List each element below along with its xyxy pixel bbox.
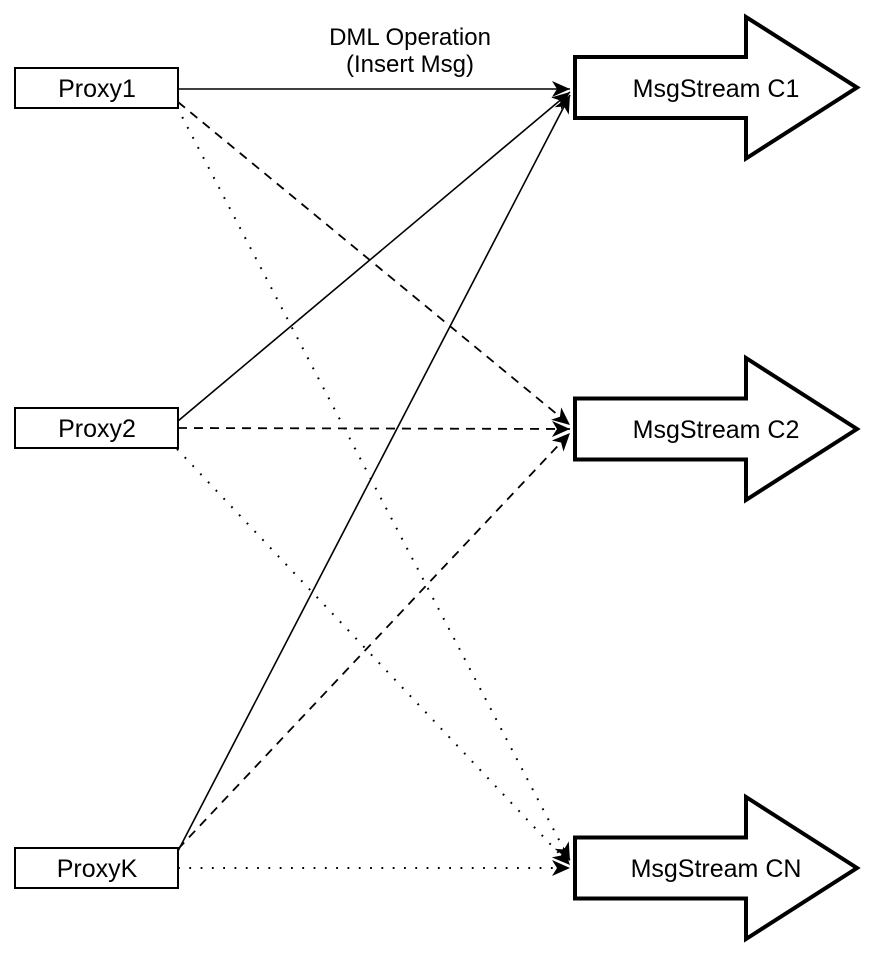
connection-proxyk-msgstream-c2	[177, 432, 571, 850]
proxyk-box	[14, 847, 179, 889]
connection-proxy2-msgstream-cn	[176, 448, 571, 866]
proxy2-box	[14, 407, 179, 449]
proxy2-label: Proxy2	[58, 415, 136, 443]
msgstream-cn-arrow	[573, 793, 861, 943]
diagram-title-line1: DML Operation	[329, 24, 491, 51]
proxy1-label: Proxy1	[58, 75, 136, 103]
connections	[176, 81, 571, 876]
edge-annotation: DML Operation (Insert Msg)	[329, 24, 491, 78]
msgstream-c1-arrow	[573, 13, 861, 163]
proxy-node-proxyk: ProxyK	[14, 847, 179, 889]
proxy-node-proxy2: Proxy2	[14, 407, 179, 449]
proxy-node-proxy1: Proxy1	[14, 67, 179, 109]
connection-proxy1-msgstream-c2	[177, 101, 571, 426]
msgstream-c1-label: MsgStream C1	[633, 75, 800, 103]
msgstream-c2-label: MsgStream C2	[633, 416, 800, 444]
msgstream-cn-label: MsgStream CN	[631, 855, 802, 883]
msgstream-c2-arrow	[573, 354, 861, 504]
proxy1-box	[14, 67, 179, 109]
connection-proxyk-msgstream-c1	[177, 94, 571, 852]
stream-node-c2: MsgStream C2	[573, 354, 861, 504]
stream-node-cn: MsgStream CN	[573, 793, 861, 943]
proxyk-label: ProxyK	[57, 855, 138, 883]
stream-node-c1: MsgStream C1	[573, 13, 861, 163]
connection-proxy1-msgstream-cn	[176, 106, 571, 862]
diagram-title-line2: (Insert Msg)	[346, 51, 474, 78]
connection-proxy2-msgstream-c1	[177, 91, 571, 422]
connection-proxy2-msgstream-c2	[177, 420, 571, 437]
